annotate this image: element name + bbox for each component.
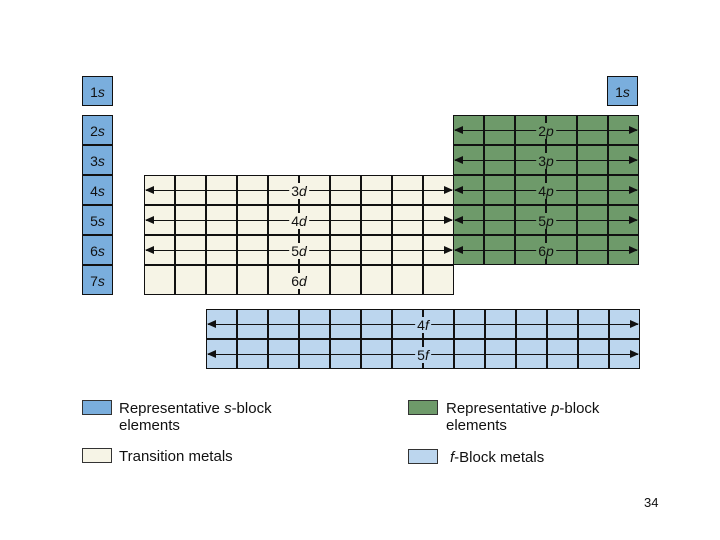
legend-label-f-block: f-Block metals — [450, 449, 545, 466]
s-block-orbital-label: 2s — [90, 123, 105, 139]
legend-label-transition-metals: Transition metals — [119, 448, 233, 465]
s-block-cell — [82, 115, 113, 145]
s-block-cell — [82, 175, 113, 205]
s-block-orbital-label: 4s — [90, 183, 105, 199]
s-block-cell — [82, 76, 113, 106]
p-block-orbital-label: 5p — [536, 213, 556, 229]
legend-label-p-block: Representative p-block elements — [446, 400, 600, 434]
d-block-cell — [144, 265, 175, 295]
p-block-orbital-label: 3p — [536, 153, 556, 169]
legend-label-s-block: Representative s-block elements — [119, 400, 272, 434]
d-block-orbital-label: 3d — [289, 183, 309, 199]
p-block-cell — [607, 76, 638, 106]
page-number: 34 — [644, 495, 659, 510]
d-block-cell — [175, 265, 206, 295]
p-block-orbital-label: 2p — [536, 123, 556, 139]
d-block-orbital-label: 4d — [289, 213, 309, 229]
s-block-orbital-label: 7s — [90, 273, 105, 289]
s-block-orbital-label: 1s — [90, 84, 105, 100]
d-block-cell — [237, 265, 268, 295]
s-block-orbital-label: 6s — [90, 243, 105, 259]
p-block-orbital-label: 1s — [615, 84, 630, 100]
s-block-cell — [82, 205, 113, 235]
d-block-cell — [392, 265, 423, 295]
s-block-orbital-label: 5s — [90, 213, 105, 229]
d-block-orbital-label: 6d — [289, 273, 309, 289]
legend-swatch-transition-metals — [82, 448, 112, 463]
d-block-orbital-label: 5d — [289, 243, 309, 259]
legend-swatch-f-block — [408, 449, 438, 464]
d-block-cell — [423, 265, 454, 295]
d-block-cell — [361, 265, 392, 295]
legend-swatch-p-block — [408, 400, 438, 415]
f-block-orbital-label: 5f — [415, 347, 431, 363]
f-block-orbital-label: 4f — [415, 317, 431, 333]
s-block-orbital-label: 3s — [90, 153, 105, 169]
legend-swatch-s-block — [82, 400, 112, 415]
d-block-cell — [330, 265, 361, 295]
s-block-cell — [82, 265, 113, 295]
p-block-orbital-label: 4p — [536, 183, 556, 199]
p-block-orbital-label: 6p — [536, 243, 556, 259]
s-block-cell — [82, 145, 113, 175]
d-block-cell — [206, 265, 237, 295]
s-block-cell — [82, 235, 113, 265]
